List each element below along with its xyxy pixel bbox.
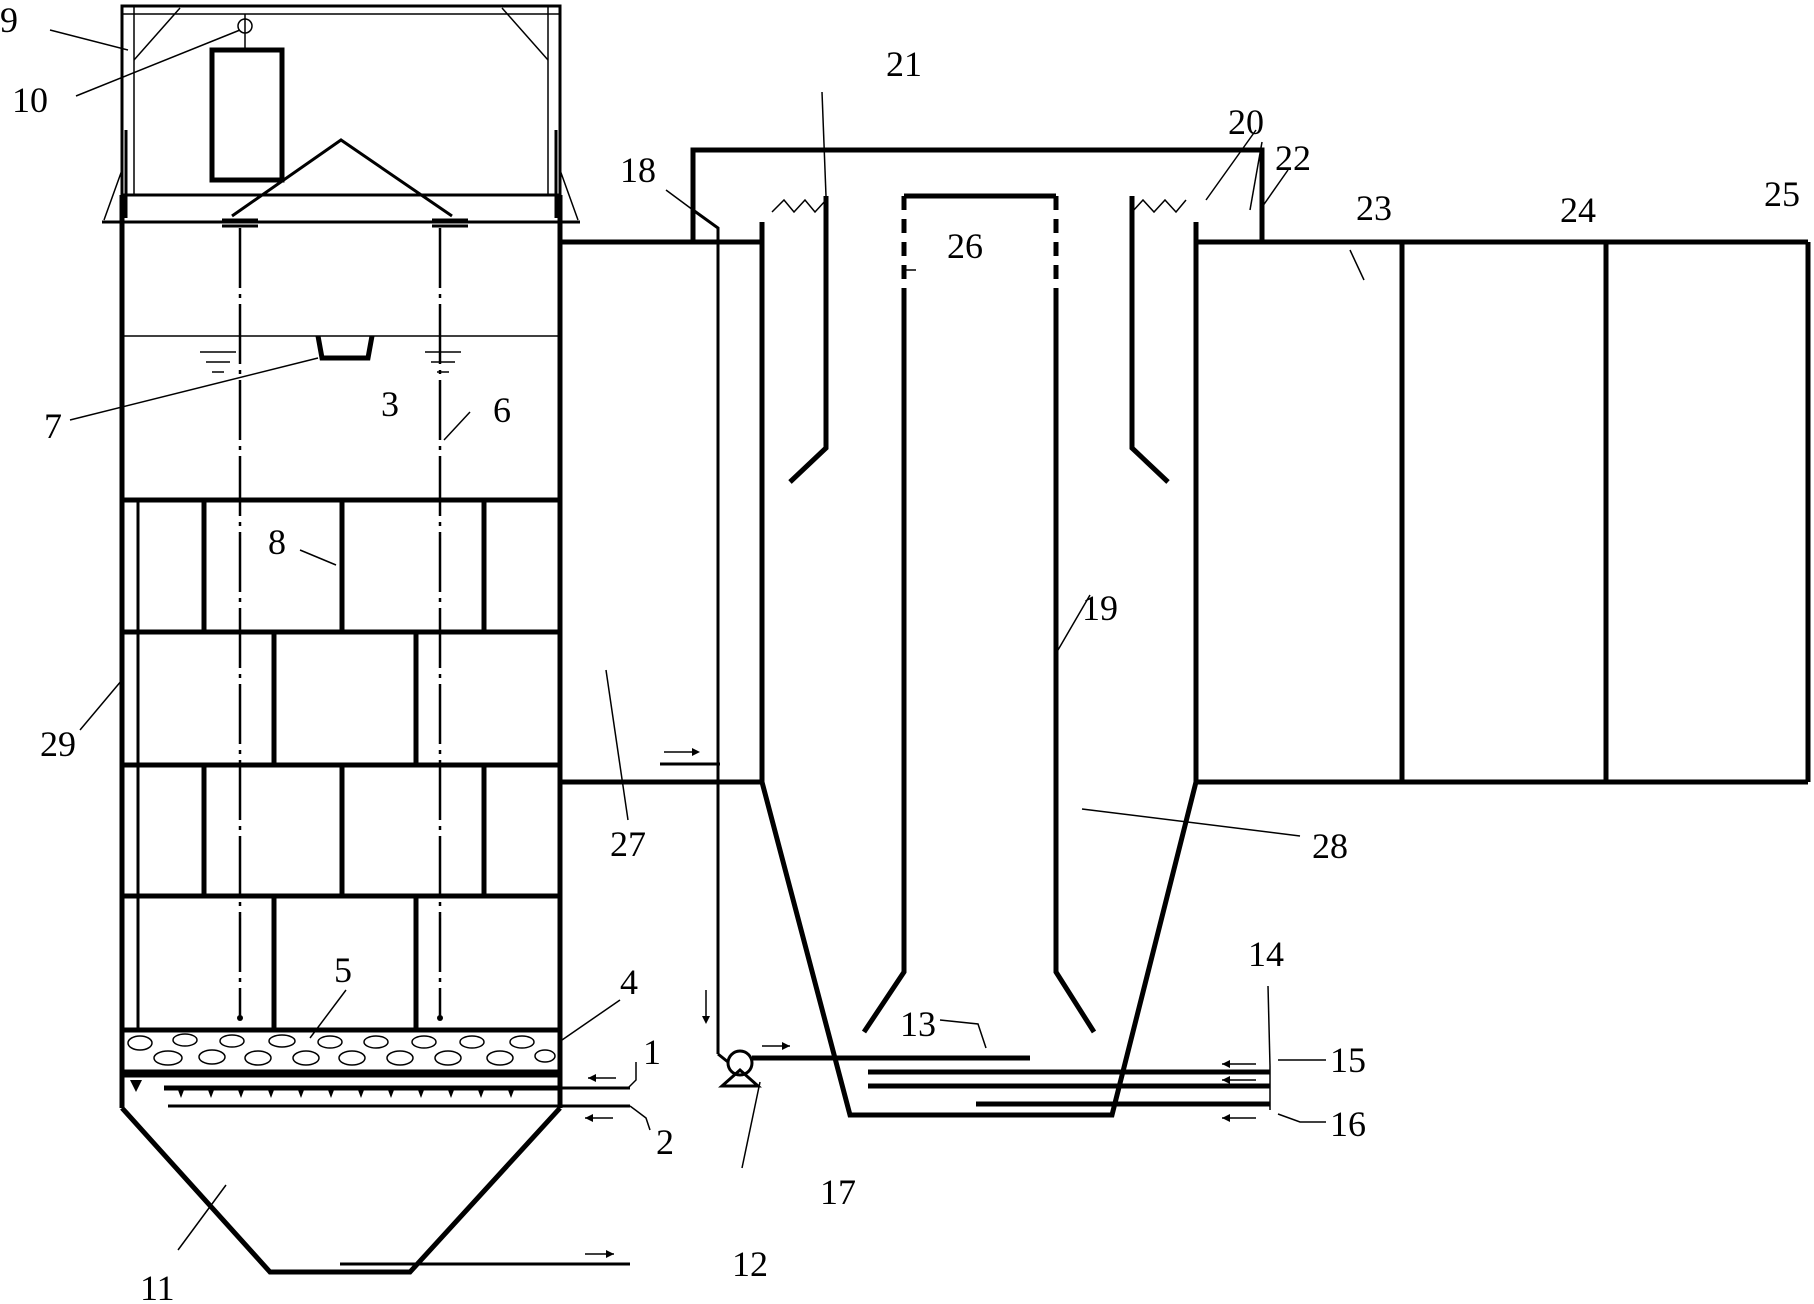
label-29: 29 [40, 724, 76, 764]
center-tube-left [861, 300, 907, 1034]
top-cover [690, 147, 1265, 242]
main-tank [759, 222, 1199, 1118]
pump [726, 1049, 754, 1077]
counterweight [209, 47, 285, 183]
label-6: 6 [493, 390, 511, 430]
center-tube-right [1053, 300, 1097, 1034]
sludge-hopper [120, 1106, 562, 1275]
label-13: 13 [900, 1004, 936, 1044]
leader-lines [49, 29, 1365, 1251]
label-27: 27 [610, 824, 646, 864]
left-tower [102, 4, 630, 1275]
label-23: 23 [1356, 188, 1392, 228]
label-16: 16 [1330, 1104, 1366, 1144]
label-26: 26 [947, 226, 983, 266]
baffle-right [1129, 196, 1170, 484]
label-12: 12 [732, 1244, 768, 1284]
return-pipe [692, 208, 720, 1054]
label-4: 4 [620, 962, 638, 1002]
nozzles [130, 1080, 514, 1098]
label-11: 11 [140, 1268, 175, 1304]
label-18: 18 [620, 150, 656, 190]
label-5: 5 [334, 950, 352, 990]
collector-trough [315, 335, 375, 361]
label-3: 3 [381, 384, 399, 424]
baffle-left [788, 196, 829, 484]
label-22: 22 [1275, 138, 1311, 178]
label-24: 24 [1560, 190, 1596, 230]
label-21: 21 [886, 44, 922, 84]
gravel-layer [122, 1033, 560, 1075]
label-10: 10 [12, 80, 48, 120]
label-14: 14 [1248, 934, 1284, 974]
hanging-frame [231, 138, 453, 218]
label-8: 8 [268, 522, 286, 562]
right-section [560, 147, 1811, 1122]
label-1: 1 [643, 1032, 661, 1072]
label-25: 25 [1764, 174, 1800, 214]
label-19: 19 [1082, 588, 1118, 628]
label-20: 20 [1228, 102, 1264, 142]
label-15: 15 [1330, 1040, 1366, 1080]
label-2: 2 [656, 1122, 674, 1162]
label-9: 9 [0, 0, 18, 40]
label-7: 7 [44, 406, 62, 446]
label-17: 17 [820, 1172, 856, 1212]
top-head-frame [120, 4, 562, 197]
label-28: 28 [1312, 826, 1348, 866]
media-blocks [122, 497, 560, 1033]
